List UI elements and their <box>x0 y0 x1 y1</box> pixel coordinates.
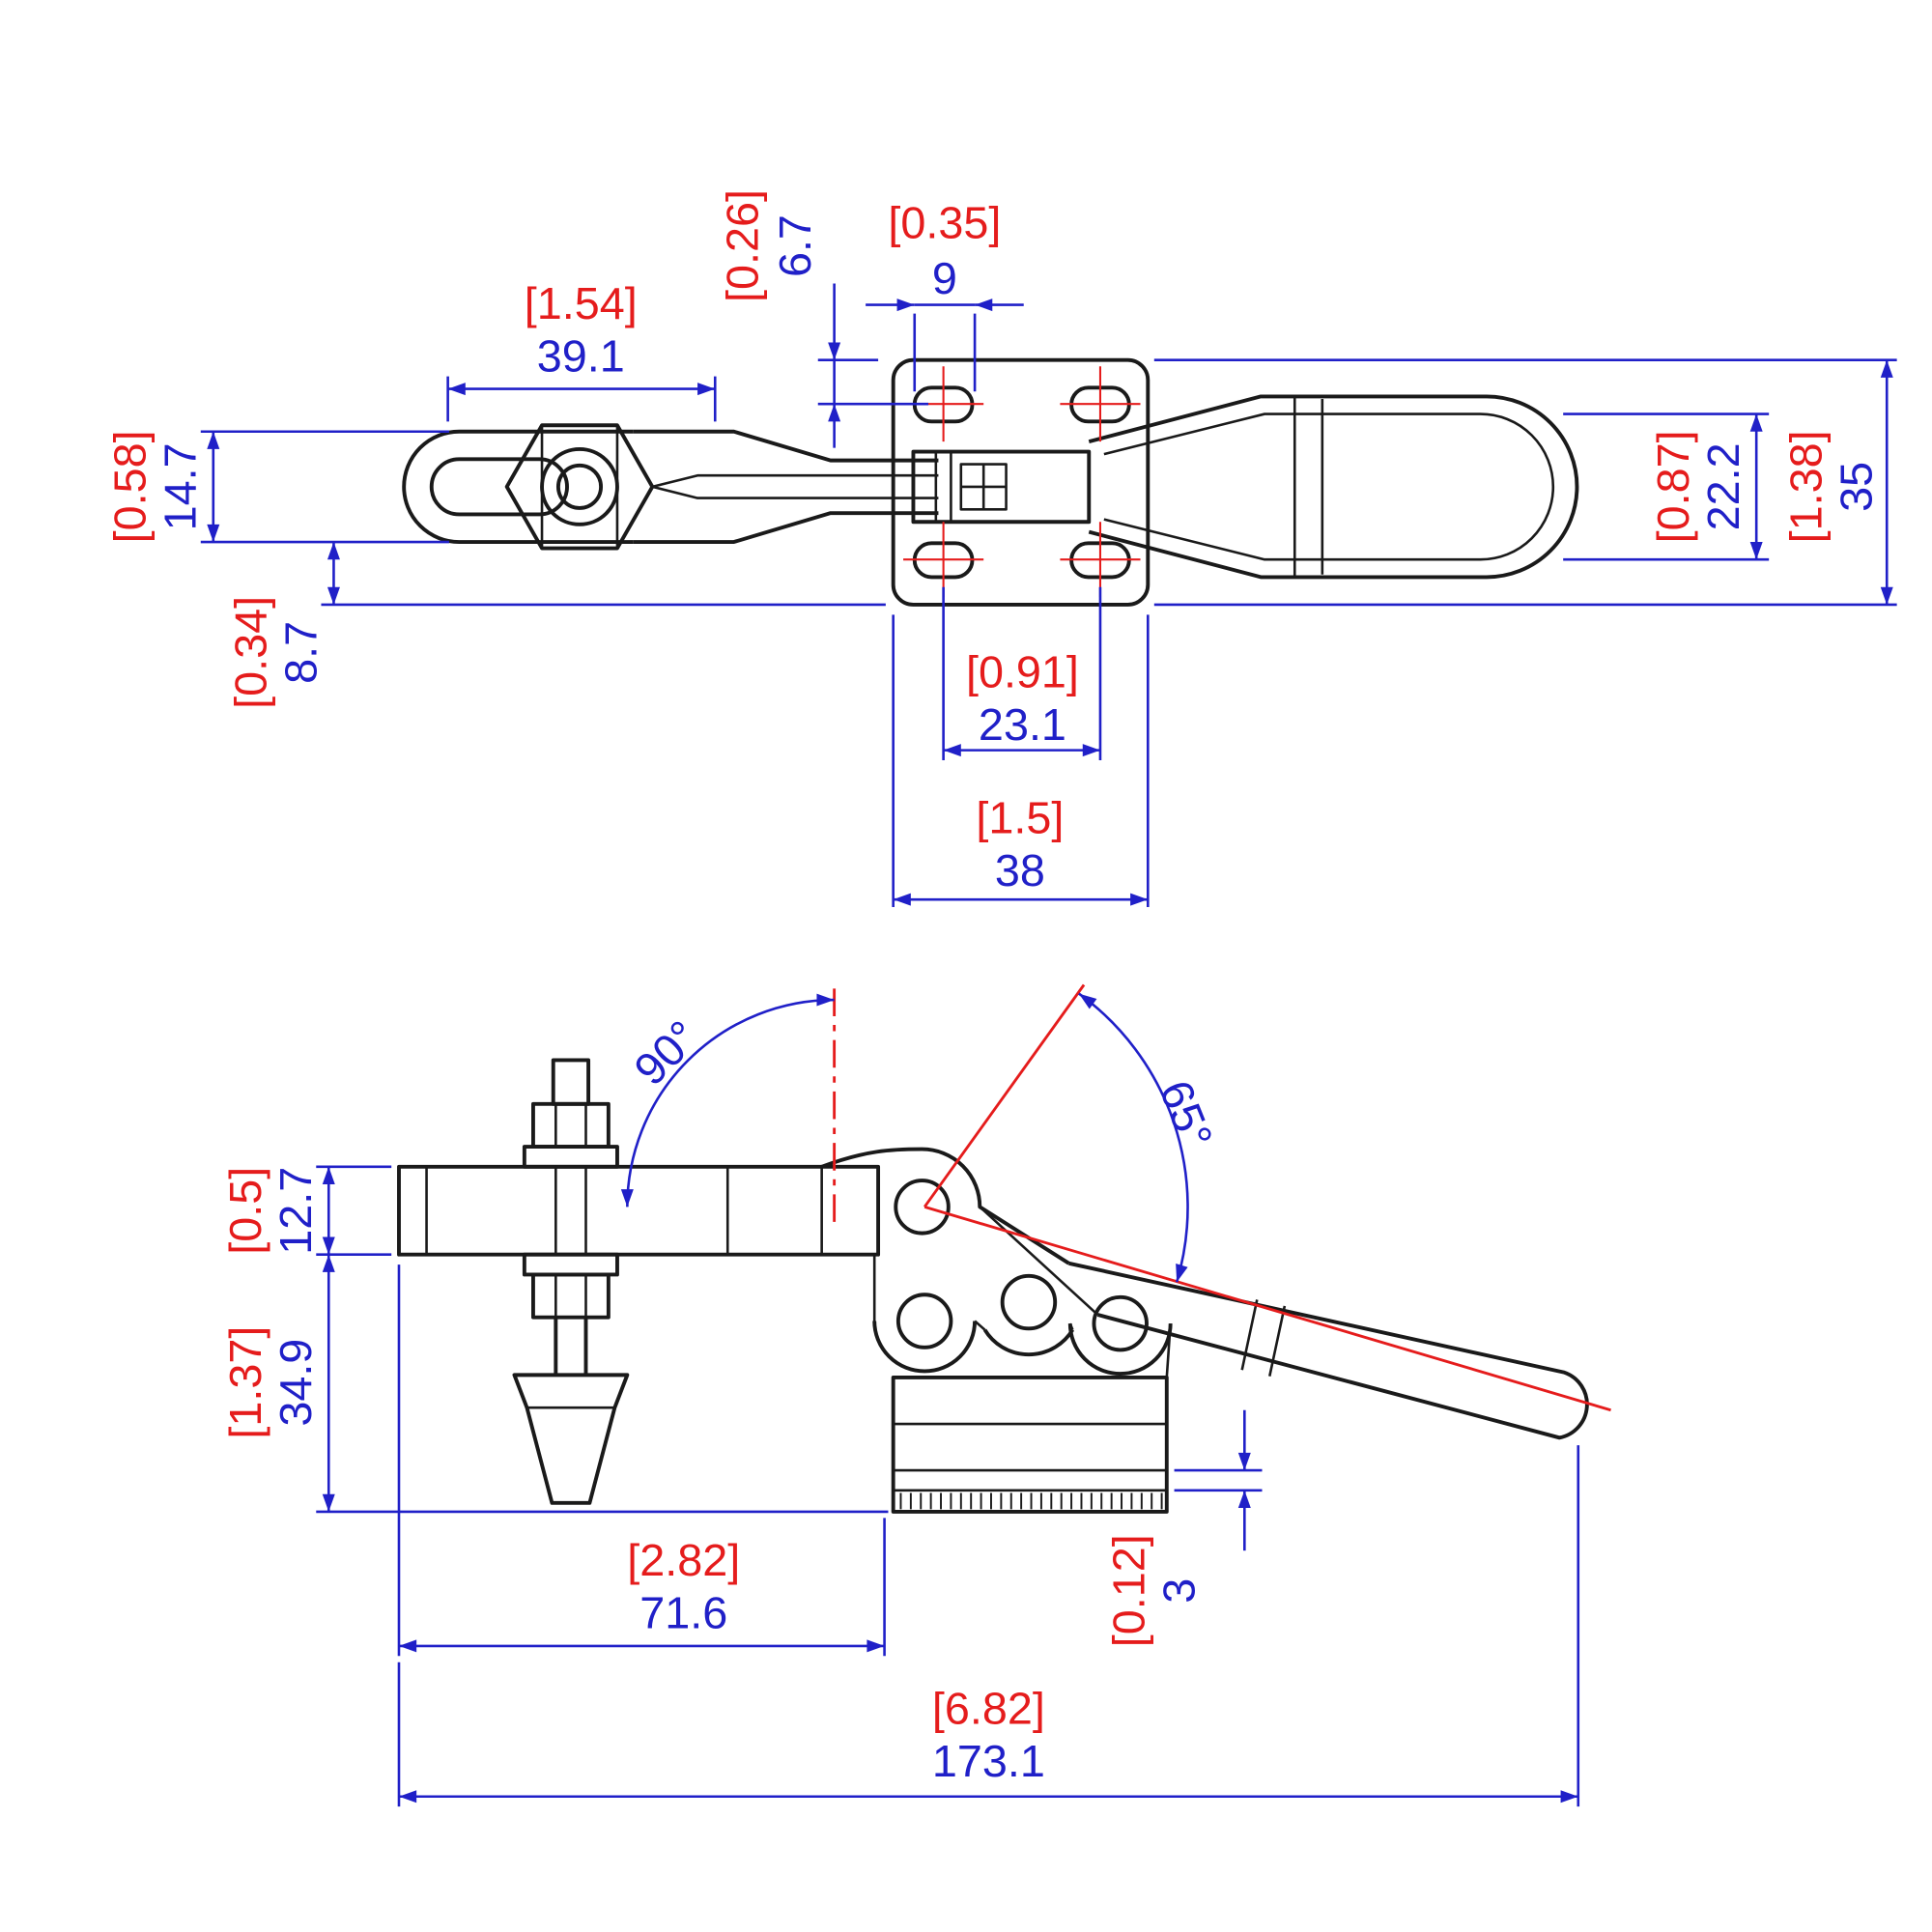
spindle-stem <box>554 1317 588 1376</box>
dim-handle-width-inch: [0.87] <box>1648 430 1698 543</box>
dim-overall-length: [6.82] 173.1 <box>397 1445 1580 1807</box>
clamp-bar-lines <box>425 1166 823 1255</box>
construction-lines <box>833 983 1611 1412</box>
dim-plate-length-inch: [1.5] <box>976 792 1064 842</box>
dim-arm-to-plate: [0.34] 8.7 <box>225 542 886 709</box>
dim-plate-to-hole-mm: 6.7 <box>770 214 820 277</box>
handle-axis-line <box>923 1205 1611 1412</box>
fork-slot <box>652 473 939 499</box>
clevis-pin <box>959 463 1008 511</box>
dim-bar-thickness-mm: 12.7 <box>270 1167 321 1255</box>
dim-base-thickness: [0.12] 3 <box>1103 1409 1263 1647</box>
dim-arm-width: [0.58] 14.7 <box>105 430 449 543</box>
handle-lever <box>1068 1261 1589 1440</box>
dim-arm-to-plate-inch: [0.34] <box>225 596 275 709</box>
centerline-cross <box>1060 366 1141 442</box>
handle-inner <box>1103 412 1555 561</box>
dim-hole-spacing: [0.91] 23.1 <box>942 586 1102 761</box>
dim-bar-reach-mm: 71.6 <box>639 1588 727 1638</box>
body-connectors <box>872 1206 1172 1378</box>
dim-bar-thickness: [0.5] 12.7 <box>220 1165 392 1256</box>
body-top-contour <box>820 1147 1070 1265</box>
dim-overall-height-mm: 34.9 <box>270 1339 321 1427</box>
arm-outline <box>402 429 634 544</box>
dim-arm-width-inch: [0.58] <box>105 430 156 543</box>
dim-overall-length-inch: [6.82] <box>932 1683 1045 1733</box>
dim-arm-width-mm: 14.7 <box>156 442 206 530</box>
dim-arm-to-plate-mm: 8.7 <box>275 621 326 684</box>
dim-handle-width: [0.87] 22.2 <box>1563 412 1770 561</box>
fork-outline <box>633 429 939 544</box>
dim-plate-length: [1.5] 38 <box>892 614 1150 907</box>
clevis-block <box>911 449 1092 525</box>
dim-bar-thickness-inch: [0.5] <box>220 1167 270 1255</box>
dim-base-thickness-inch: [0.12] <box>1103 1534 1153 1647</box>
dim-arm-length: [1.54] 39.1 <box>446 278 717 422</box>
dim-overall-height-inch: [1.37] <box>220 1326 270 1439</box>
dim-hole-spacing-mm: 23.1 <box>979 699 1066 750</box>
dim-plate-to-hole: [0.26] 6.7 <box>717 189 929 448</box>
dim-arm-length-inch: [1.54] <box>525 278 638 328</box>
dim-plate-width: [1.38] 35 <box>1153 358 1897 607</box>
spindle-top-nut-facets <box>554 1103 587 1148</box>
dim-bar-reach-inch: [2.82] <box>627 1535 740 1585</box>
dim-overall-length-mm: 173.1 <box>932 1736 1045 1786</box>
top-view: [1.54] 39.1 [0.26] 6.7 [0.35] 9 [0.58] 1 <box>105 189 1897 907</box>
link-hole-middle <box>1000 1273 1058 1331</box>
clevis-lines <box>934 451 952 523</box>
base-plate <box>891 357 1151 607</box>
base-lines <box>893 1422 1167 1492</box>
dim-bar-reach: [2.82] 71.6 <box>397 1264 886 1657</box>
handle-grip-lines <box>1240 1299 1287 1377</box>
dim-arm-length-mm: 39.1 <box>537 330 625 381</box>
dim-plate-width-inch: [1.38] <box>1781 430 1832 543</box>
dim-plate-width-mm: 35 <box>1832 462 1882 512</box>
spindle-bottom-nut-facets <box>554 1274 587 1318</box>
base-serration <box>899 1492 1163 1510</box>
spindle-inner-circle <box>555 463 604 510</box>
handle-outer <box>1088 394 1579 580</box>
boss-arcs <box>872 1321 1173 1377</box>
dim-overall-height: [1.37] 34.9 <box>220 1254 889 1514</box>
open-position-line <box>923 983 1086 1208</box>
spindle-outer-circle <box>540 446 619 526</box>
dim-hole-spacing-inch: [0.91] <box>966 647 1079 697</box>
link-hole-left <box>895 1293 953 1350</box>
dim-handle-width-mm: 22.2 <box>1698 442 1748 530</box>
centerline-cross <box>1060 522 1141 598</box>
dim-base-thickness-mm: 3 <box>1153 1578 1204 1604</box>
spindle-bottom-nut <box>531 1272 611 1320</box>
dim-plate-to-hole-inch: [0.26] <box>717 189 767 302</box>
dim-plate-length-mm: 38 <box>995 845 1045 895</box>
centerline-cross <box>903 522 984 598</box>
link-hole-right <box>1092 1294 1149 1352</box>
dim-hole-offset-mm: 9 <box>932 253 957 303</box>
side-view: 90° 65° [0.5] 12.7 [1.37] 34.9 [2.82] 71… <box>220 983 1611 1807</box>
spindle-top-washer <box>522 1145 619 1169</box>
handle-grip-lines <box>1293 397 1324 577</box>
dim-hole-offset: [0.35] 9 <box>866 198 1024 392</box>
base-block <box>891 1376 1169 1514</box>
pivot-hole <box>894 1179 951 1236</box>
dim-hole-offset-inch: [0.35] <box>888 198 1001 248</box>
side-view-geometry <box>397 1058 1589 1514</box>
